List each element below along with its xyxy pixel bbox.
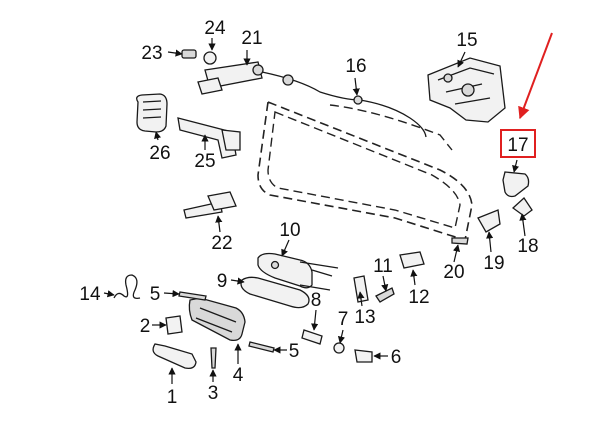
callout-10: 10: [279, 220, 300, 241]
part-10-handle-bracket: [257, 252, 339, 291]
callout-6: 6: [391, 347, 402, 368]
part-1-handle-cover: [152, 343, 197, 370]
callout-5b: 5: [289, 341, 300, 362]
part-20-bolt: [451, 237, 469, 245]
part-18-clip: [511, 197, 533, 217]
part-5-screw-a: [178, 291, 207, 301]
callout-23: 23: [141, 43, 162, 64]
callout-18: 18: [517, 236, 538, 257]
part-21-rod: [197, 61, 264, 95]
part-24-nut: [203, 51, 217, 65]
part-3-pin: [210, 347, 217, 369]
callout-4: 4: [233, 365, 244, 386]
callout-labels: 1 2 3 4 5 5 6 7 8 9 10 11 12 13 14 15 16…: [79, 18, 538, 408]
leader-lines: [103, 38, 527, 384]
callout-24: 24: [204, 18, 226, 39]
part-25-bracket: [177, 117, 241, 159]
callout-25: 25: [194, 151, 215, 172]
part-16-cable: [261, 71, 427, 138]
part-15-lock-actuator: [427, 57, 506, 123]
part-4-outer-handle: [188, 297, 246, 342]
part-19-bracket: [477, 209, 501, 233]
callout-17: 17: [507, 135, 528, 156]
part-26-seal: [136, 93, 168, 133]
part-9-gasket: [240, 276, 310, 309]
callout-22: 22: [211, 233, 232, 254]
callout-2: 2: [140, 316, 151, 337]
callout-16: 16: [345, 56, 366, 77]
callout-8: 8: [311, 290, 322, 311]
callout-11: 11: [373, 256, 393, 277]
door-frame: [257, 100, 473, 242]
part-6-clip: [354, 349, 373, 363]
part-5-screw-b: [248, 341, 275, 353]
part-22-check-strap: [183, 191, 237, 219]
part-2-cap: [165, 315, 183, 335]
callout-1: 1: [167, 387, 178, 408]
part-17-bracket: [502, 171, 530, 198]
callout-7: 7: [338, 309, 349, 330]
part-13-rivet: [375, 287, 395, 303]
part-8-plunger: [301, 329, 323, 345]
callout-12: 12: [408, 287, 429, 308]
callout-19: 19: [483, 253, 504, 274]
part-23-screw: [181, 49, 197, 59]
part-12-bracket: [399, 251, 425, 269]
callout-26: 26: [149, 143, 170, 164]
callout-9: 9: [217, 271, 228, 292]
part-7-bushing: [333, 342, 345, 354]
callout-21: 21: [241, 28, 262, 49]
callout-3: 3: [208, 383, 219, 404]
callout-5a: 5: [150, 284, 161, 305]
callout-15: 15: [456, 30, 477, 51]
highlight-box: [500, 129, 536, 158]
callout-13: 13: [354, 307, 375, 328]
highlight-arrow: [518, 32, 553, 120]
part-14-cable: [113, 274, 141, 299]
callout-14: 14: [79, 284, 101, 305]
callout-20: 20: [443, 262, 464, 283]
